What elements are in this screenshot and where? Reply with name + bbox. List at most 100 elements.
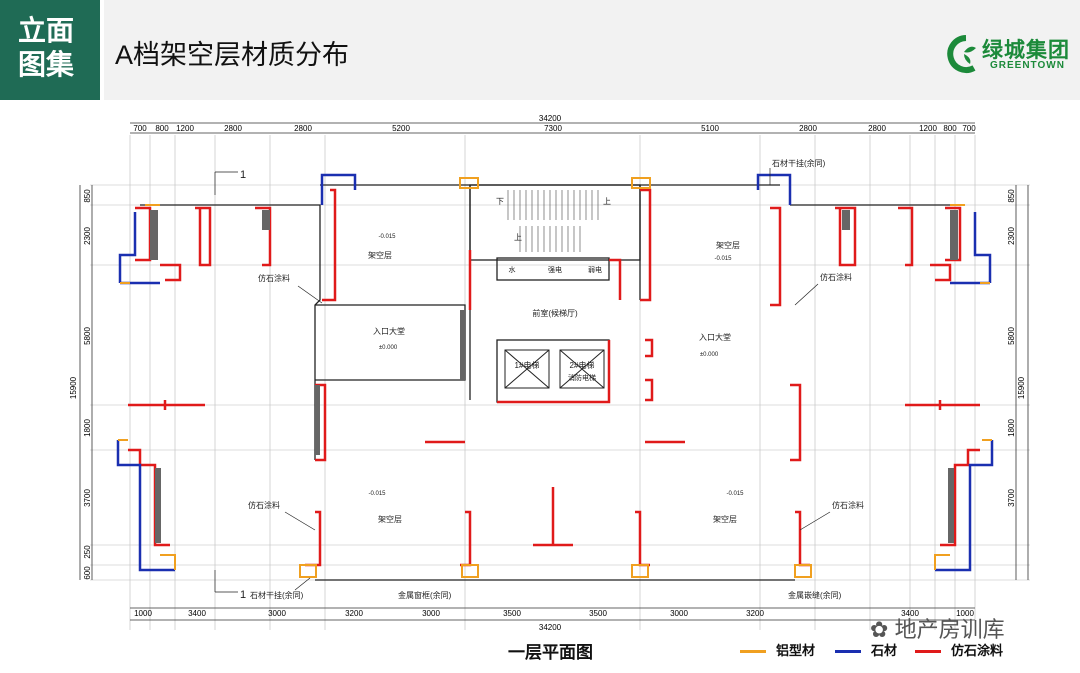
top-dim-9: 2800 [799,124,817,133]
stair-up-label-2: 上 [514,233,522,242]
legend-aluminum-label: 铝型材 [776,643,816,658]
watermark-text: 地产房训库 [894,617,1005,642]
fire-elevator-label: 消防电梯 [568,373,596,382]
legend-faux-stone: 仿石涂料 [915,640,1003,659]
material-callouts: 仿石涂料 仿石涂料 仿石涂料 仿石涂料 石材干挂(余同) 石材干挂(余同) 金属… [240,158,864,601]
stair-treads [507,190,599,252]
callout-faux-stone-nw: 仿石涂料 [258,273,290,283]
callout-metal-seam: 金属嵌缝(余同) [788,590,842,600]
total-depth-left: 15900 [69,376,78,399]
section-mark-top: 1 [240,169,246,181]
title-divider [100,0,104,100]
elevator-1-label: 1#电梯 [515,360,540,370]
side-dim-labels: 15900 850 2300 5800 1800 3700 250 600 15… [69,189,1026,580]
bottom-dim-4: 3200 [345,609,363,618]
stair-enclosure [469,184,641,261]
legend-stone-swatch [835,650,861,654]
bottom-dim-6: 3500 [503,609,521,618]
side-dim-left-2: 2300 [83,227,92,245]
header-bar [0,0,1080,100]
bottom-dim-5: 3000 [422,609,440,618]
bottom-dim-9: 3200 [746,609,764,618]
top-dim-5: 2800 [294,124,312,133]
legend-stone: 石材 [835,640,897,659]
side-dim-left-3: 5800 [83,327,92,345]
waiting-hall-label: 前室(候梯厅) [532,308,578,318]
top-dim-11: 1200 [919,124,937,133]
stair-up-label-1: 上 [603,197,611,206]
side-dim-left-7: 600 [83,566,92,580]
bottom-dim-labels: 1000 3400 3000 3200 3000 3500 3500 3000 … [134,609,974,618]
legend-aluminum: 铝型材 [740,640,815,659]
bottom-dim-3: 3000 [268,609,286,618]
water-well-label: 水 [509,265,516,274]
top-dim-7: 7300 [544,124,562,133]
top-dim-2: 800 [155,124,169,133]
legend-faux-stone-swatch [915,650,941,654]
side-dim-left-5: 3700 [83,489,92,507]
brand-logo: 绿城集团 GREENTOWN [944,32,1074,78]
callout-faux-stone-sw: 仿石涂料 [248,500,280,510]
total-width-label: 34200 [539,114,562,123]
level-se: -0.015 [726,491,744,497]
leader-lines [214,168,831,593]
side-dim-left-4: 1800 [83,419,92,437]
level-entrance-right: ±0.000 [700,352,719,358]
plan-title: 一层平面图 [508,643,593,662]
bottom-dim-2: 3400 [188,609,206,618]
entrance-hall-left: 入口大堂 [373,326,405,336]
top-dim-6: 5200 [392,124,410,133]
callout-window-frame: 金属窗框(余同) [398,590,452,600]
top-dim-4: 2800 [224,124,242,133]
legend-faux-stone-label: 仿石涂料 [951,643,1004,658]
top-dim-10: 2800 [868,124,886,133]
stone-walls [116,173,994,572]
level-entrance-left: ±0.000 [379,345,398,351]
wall-fills [150,210,958,543]
side-dim-left-6: 250 [83,545,92,559]
page-title: A档架空层材质分布 [115,40,350,70]
level-sw: -0.015 [368,491,386,497]
logo-name-en: GREENTOWN [990,60,1065,71]
strong-well-label: 强电 [548,265,562,274]
greentown-leaf-icon [947,35,976,73]
shaft-wells [496,257,610,281]
callout-faux-stone-ne: 仿石涂料 [820,272,852,282]
side-dim-left-1: 850 [83,189,92,203]
room-label-nw: 架空层 [368,250,392,260]
tag-line-1: 立面 [18,15,75,46]
elevator-bank [496,339,610,403]
top-dim-12: 800 [943,124,957,133]
tag-line-2: 图集 [18,49,75,80]
room-label-ne: 架空层 [716,240,740,250]
watermark: ✿ 地产房训库 [870,612,1005,644]
weak-well-label: 弱电 [588,265,602,274]
logo-name-cn: 绿城集团 [982,39,1070,62]
top-dimension-line [130,122,975,134]
legend-stone-label: 石材 [871,643,898,658]
bottom-dim-7: 3500 [589,609,607,618]
floor-plan: 34200 700 800 1200 2800 2800 5200 7300 5… [69,114,1030,632]
elevator-2-label: 2#电梯 [570,360,595,370]
level-ne: -0.015 [714,256,732,262]
bottom-dimension-line [130,607,975,621]
legend-aluminum-swatch [740,650,766,654]
top-dim-3: 1200 [176,124,194,133]
side-dim-right-3: 5800 [1007,327,1016,345]
top-dim-13: 700 [962,124,976,133]
side-dim-right-2: 2300 [1007,227,1016,245]
section-mark-bottom: 1 [240,589,246,601]
room-label-sw: 架空层 [378,514,402,524]
room-labels: 架空层 架空层 架空层 架空层 入口大堂 入口大堂 前室(候梯厅) -0.015… [368,197,744,524]
aluminum-profiles [118,177,992,578]
total-width-bottom-label: 34200 [539,623,562,632]
bottom-dim-8: 3000 [670,609,688,618]
top-dim-8: 5100 [701,124,719,133]
stair-down-label: 下 [496,197,504,206]
level-nw: -0.015 [378,234,396,240]
side-dim-right-1: 850 [1007,189,1016,203]
callout-stone-top: 石材干挂(余同) [772,158,826,168]
callout-faux-stone-se: 仿石涂料 [832,500,864,510]
bottom-dim-1: 1000 [134,609,152,618]
section-tag: 立面 图集 [0,0,100,100]
